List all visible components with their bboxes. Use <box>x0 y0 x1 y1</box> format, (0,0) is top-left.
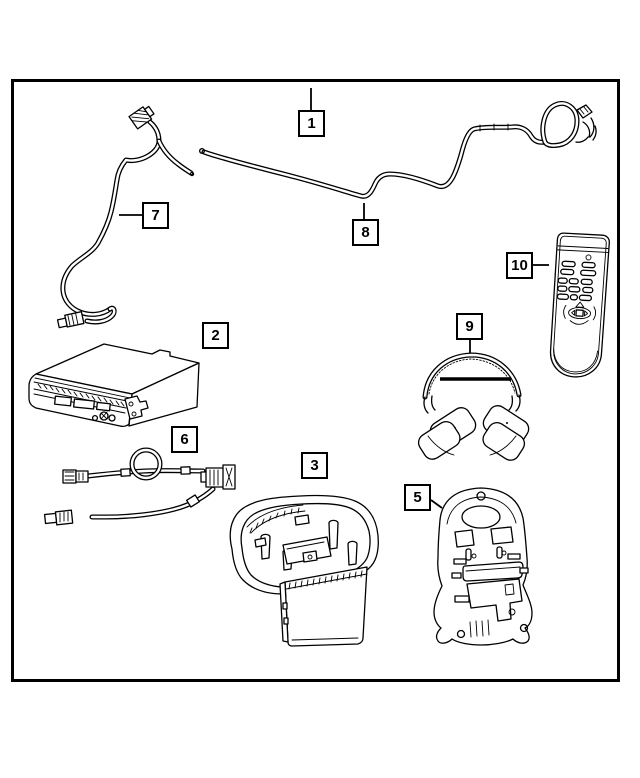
antenna-end-connector-icon <box>56 311 85 329</box>
callout-box-10: 10 <box>506 252 533 279</box>
jumper-left-connector-icon <box>62 469 89 484</box>
part-body-wiring-harness <box>198 101 597 199</box>
callout-box-5: 5 <box>404 484 431 511</box>
console-screen-panel <box>279 566 368 647</box>
callout-label-6: 6 <box>180 431 189 448</box>
remote-buttons <box>556 260 597 302</box>
callout-box-8: 8 <box>352 219 379 246</box>
callout-label-1: 1 <box>307 115 316 132</box>
part-seat-back-panel <box>433 487 533 646</box>
callout-label-2: 2 <box>211 327 220 344</box>
callout-box-7: 7 <box>142 202 169 229</box>
diagram-frame <box>11 79 620 682</box>
callout-label-10: 10 <box>511 257 528 274</box>
callout-box-1: 1 <box>298 110 325 137</box>
callout-label-8: 8 <box>361 224 370 241</box>
callout-box-6: 6 <box>171 426 198 453</box>
callout-label-3: 3 <box>310 457 319 474</box>
harness-end-connector-icon <box>575 104 597 143</box>
jumper-right-connector-icon <box>200 464 236 490</box>
jumper-branch-connector-icon <box>43 509 74 526</box>
part-wiring-jumper <box>43 447 236 526</box>
callout-box-3: 3 <box>301 452 328 479</box>
callout-label-5: 5 <box>413 489 422 506</box>
part-remote-control <box>549 232 610 378</box>
callout-label-9: 9 <box>465 318 474 335</box>
antenna-connector-icon <box>128 105 155 130</box>
callout-label-7: 7 <box>151 207 160 224</box>
part-antenna-cable <box>56 105 195 329</box>
part-headphones <box>417 352 530 461</box>
part-overhead-console <box>229 494 379 647</box>
remote-nav-cluster <box>563 301 597 325</box>
callout-box-9: 9 <box>456 313 483 340</box>
callout-box-2: 2 <box>202 322 229 349</box>
part-dvd-player <box>28 343 200 428</box>
